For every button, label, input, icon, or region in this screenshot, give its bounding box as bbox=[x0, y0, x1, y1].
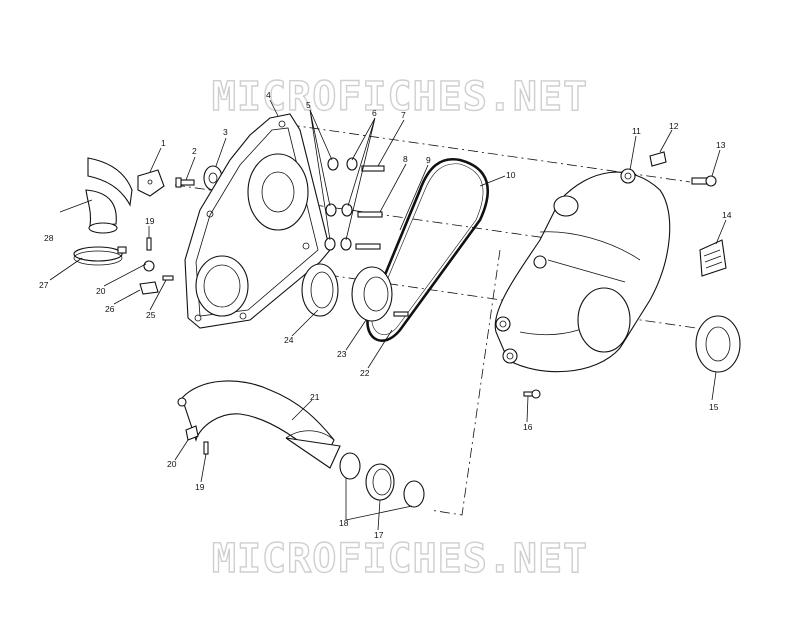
callout-19-top: 19 bbox=[145, 216, 155, 226]
callout-23: 23 bbox=[337, 349, 347, 359]
callout-17: 17 bbox=[374, 530, 384, 540]
screw-16 bbox=[523, 389, 541, 399]
callout-3: 3 bbox=[223, 127, 228, 137]
callout-25: 25 bbox=[146, 310, 156, 320]
gasket-15 bbox=[695, 315, 741, 373]
callout-22: 22 bbox=[360, 368, 370, 378]
watermark-bottom: MICROFICHES.NET bbox=[211, 535, 589, 582]
callout-11: 11 bbox=[632, 126, 641, 136]
callout-10: 10 bbox=[506, 170, 516, 180]
small-hardware-bottom bbox=[185, 425, 209, 455]
clamp-sleeve-set bbox=[339, 452, 425, 508]
callout-26: 26 bbox=[105, 304, 115, 314]
callout-28: 28 bbox=[44, 233, 54, 243]
drive-belt bbox=[366, 157, 489, 342]
callout-19-bottom: 19 bbox=[195, 482, 205, 492]
small-hardware-top bbox=[139, 237, 174, 295]
callout-9: 9 bbox=[426, 155, 431, 165]
callout-12: 12 bbox=[669, 121, 679, 131]
hose-clamp bbox=[73, 246, 127, 266]
callout-15: 15 bbox=[709, 402, 719, 412]
washers-and-bolts bbox=[324, 157, 385, 251]
callout-14: 14 bbox=[722, 210, 732, 220]
callout-6: 6 bbox=[372, 108, 377, 118]
bolt-13 bbox=[691, 175, 717, 187]
exhaust-duct bbox=[177, 380, 341, 469]
callout-1: 1 bbox=[161, 138, 166, 148]
callout-2: 2 bbox=[192, 146, 197, 156]
callout-7: 7 bbox=[401, 110, 406, 120]
callout-18: 18 bbox=[339, 518, 349, 528]
decal-14 bbox=[699, 239, 727, 277]
bracket bbox=[137, 169, 165, 197]
callout-13: 13 bbox=[716, 140, 726, 150]
callout-27: 27 bbox=[39, 280, 49, 290]
leader-lines bbox=[49, 99, 727, 531]
seal-24 bbox=[301, 263, 339, 317]
label-12 bbox=[649, 151, 667, 167]
callout-21: 21 bbox=[310, 392, 320, 402]
callout-20-top: 20 bbox=[96, 286, 106, 296]
bearing-23 bbox=[351, 266, 409, 322]
watermark-top: MICROFICHES.NET bbox=[211, 73, 589, 120]
back-plate bbox=[184, 113, 331, 329]
callout-8: 8 bbox=[403, 154, 408, 164]
bolt-2 bbox=[175, 177, 195, 188]
callout-20-bottom: 20 bbox=[167, 459, 177, 469]
callout-24: 24 bbox=[284, 335, 294, 345]
callout-16: 16 bbox=[523, 422, 533, 432]
intake-duct bbox=[85, 157, 133, 234]
callout-labels: 1 2 3 4 5 6 7 8 9 10 11 12 13 14 15 16 1… bbox=[39, 90, 732, 540]
callout-4: 4 bbox=[266, 90, 271, 100]
outer-cover bbox=[494, 168, 671, 373]
callout-5: 5 bbox=[306, 100, 311, 110]
